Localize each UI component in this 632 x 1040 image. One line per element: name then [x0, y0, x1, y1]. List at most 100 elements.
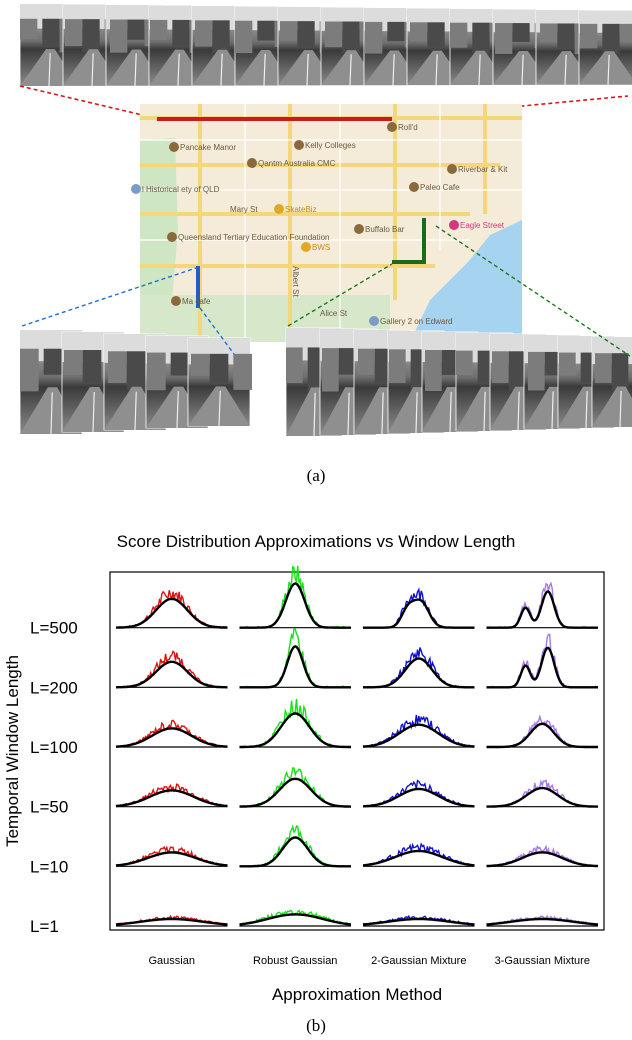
histogram-series [362, 714, 475, 748]
map-place: Ma cafe [171, 296, 211, 306]
fit-curve [115, 917, 228, 926]
map-place-label: Roll'd [398, 123, 418, 132]
map-place-label: Riverbar & Kit [458, 165, 508, 174]
histogram-series [486, 779, 599, 808]
map-place-label: Queensland Tertiary Education Foundation [178, 233, 330, 242]
fit-curve [486, 851, 599, 868]
map-place: Gallery 2 on Edward [369, 316, 452, 326]
row-label: L=200 [30, 678, 78, 697]
fit-curve [362, 917, 475, 926]
row-label: L=1 [30, 917, 59, 936]
right-strip-connector-right [435, 225, 631, 357]
map-place-label: Kelly Colleges [305, 141, 356, 150]
map-place: BWS [301, 242, 330, 252]
figure-caption-b: (b) [306, 1016, 326, 1035]
map-place: Mary St [230, 205, 258, 214]
map-place-label: Alice St [320, 309, 348, 318]
row-label: L=500 [30, 619, 78, 638]
fit-curve [239, 913, 352, 926]
map-place-label: Ma cafe [182, 297, 211, 306]
map-pin-icon [167, 232, 177, 242]
row-label: L=10 [30, 857, 68, 876]
map-place-label: BWS [312, 243, 330, 252]
left-strip-connector-left [21, 267, 197, 327]
chart-title: Score Distribution Approximations vs Win… [116, 532, 516, 551]
street-photo [578, 10, 632, 86]
fit-curve [239, 777, 351, 808]
column-label: Robust Gaussian [253, 955, 337, 967]
map-place-label: Paleo Cafe [420, 183, 460, 192]
histogram-series [239, 767, 352, 808]
column-label: 3-Gaussian Mixture [495, 955, 590, 967]
right-strip-connector-left [287, 263, 393, 327]
histogram-series [362, 779, 475, 808]
fit-curve [239, 712, 351, 749]
map-place-label: Buffalo Bar [365, 225, 405, 234]
map-place: Paleo Cafe [409, 182, 460, 192]
map-place-label: Pancake Manor [180, 143, 236, 152]
left-strip-connector-right [199, 307, 235, 355]
row-label: L=50 [30, 798, 68, 817]
map-pin-icon [449, 220, 459, 230]
fit-curve [239, 836, 351, 868]
fit-curve [362, 723, 475, 748]
fit-curve [115, 789, 228, 808]
street-photo [187, 337, 252, 427]
histogram-series [362, 842, 475, 867]
map-place: Qantm Australia CMC [247, 158, 336, 168]
histogram-series [362, 587, 475, 629]
histogram-series [239, 698, 351, 748]
map-pin-icon [247, 158, 257, 168]
column-label: Gaussian [149, 955, 195, 967]
histogram-series [486, 714, 599, 748]
map-place-label: l Historical ety of QLD [142, 185, 220, 194]
figure-caption-a: (a) [306, 466, 326, 485]
map-place: SkateBiz [274, 204, 317, 214]
city-map [140, 104, 522, 342]
fit-curve [486, 590, 598, 629]
map-place: Kelly Colleges [294, 140, 356, 150]
map-place: Roll'd [387, 122, 418, 132]
map-place-label: SkateBiz [285, 205, 317, 214]
fit-curve [363, 598, 475, 629]
row-label: L=100 [30, 738, 78, 757]
map-place: Buffalo Bar [354, 224, 405, 234]
map-pin-icon [274, 204, 284, 214]
fit-curve [115, 727, 228, 748]
map-pin-icon [369, 316, 379, 326]
map-pin-icon [169, 142, 179, 152]
y-axis-title: Temporal Window Length [3, 655, 22, 847]
map-pin-icon [387, 122, 397, 132]
map-place: Alice St [320, 309, 348, 318]
map-pin-icon [294, 140, 304, 150]
histogram-series [239, 627, 352, 689]
plot-frame [109, 571, 605, 931]
map-place: Albert St [291, 266, 300, 297]
histogram-series [239, 565, 352, 629]
fit-curve [239, 645, 351, 689]
fit-curve [116, 660, 228, 689]
map-place: l Historical ety of QLD [131, 184, 220, 194]
map-place-label: Albert St [291, 266, 300, 297]
fit-curve [486, 917, 599, 926]
histogram-series [115, 719, 228, 748]
map-place-label: Qantm Australia CMC [258, 159, 336, 168]
fit-curve [363, 787, 475, 808]
histogram-series [116, 650, 228, 689]
left-image-strip [19, 329, 252, 435]
x-axis-title: Approximation Method [272, 985, 442, 1004]
map-pin-icon [171, 296, 181, 306]
map-place-label: Mary St [230, 205, 258, 214]
map-place: Riverbar & Kit [447, 164, 508, 174]
fit-curve [486, 722, 598, 749]
chart-axes [109, 571, 605, 931]
map-pin-icon [447, 164, 457, 174]
fit-curve [115, 851, 228, 867]
map-pin-icon [301, 242, 311, 252]
map-pin-icon [409, 182, 419, 192]
fit-curve [362, 849, 475, 867]
right-image-strip [285, 327, 632, 437]
